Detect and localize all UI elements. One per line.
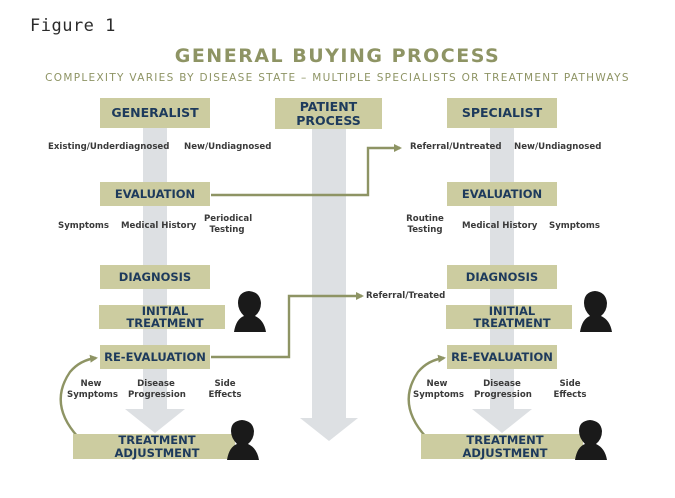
generalist-factor-symptoms: Symptoms [58,221,109,231]
specialist-factor-medical-history: Medical History [462,221,538,231]
specialist-reeval-side-effects: Side Effects [553,379,587,400]
generalist-header: GENERALIST [100,98,210,128]
specialist-initial-treatment: INITIAL TREATMENT [446,305,572,329]
patient-process-flow-arrow [300,128,358,441]
patient-process-header: PATIENT PROCESS [275,98,382,129]
specialist-reeval-new-symptoms: New Symptoms [413,379,464,400]
generalist-feedback-loop [59,354,98,438]
specialist-entry-referral-untreated: Referral/Untreated [410,142,502,152]
specialist-feedback-loop [407,354,446,438]
specialist-factor-routine-testing: Routine Testing [406,214,444,235]
generalist-factor-periodical-testing: Periodical Testing [204,214,253,235]
referral-treated-connector [211,292,364,359]
generalist-initial-treatment: INITIAL TREATMENT [99,305,225,329]
generalist-treatment-adjustment: TREATMENT ADJUSTMENT [73,434,235,459]
specialist-diagnosis: DIAGNOSIS [447,265,557,289]
generalist-entry-existing: Existing/Underdiagnosed [48,142,170,152]
generalist-factor-medical-history: Medical History [121,221,197,231]
specialist-treatment-adjustment: TREATMENT ADJUSTMENT [421,434,583,459]
diagram-subtitle: COMPLEXITY VARIES BY DISEASE STATE – MUL… [45,72,630,84]
generalist-reeval-new-symptoms: New Symptoms [67,379,118,400]
figure-label: Figure 1 [30,16,116,36]
specialist-evaluation: EVALUATION [447,182,557,206]
specialist-reeval-disease-progression: Disease Progression [474,379,532,400]
generalist-evaluation: EVALUATION [100,182,210,206]
generalist-re-evaluation: RE-EVALUATION [100,345,210,369]
generalist-reeval-disease-progression: Disease Progression [128,379,186,400]
referral-treated-label: Referral/Treated [366,291,446,301]
specialist-entry-new: New/Undiagnosed [514,142,602,152]
specialist-re-evaluation: RE-EVALUATION [447,345,557,369]
diagram-title: GENERAL BUYING PROCESS [174,45,501,67]
specialist-factor-symptoms: Symptoms [549,221,600,231]
referral-untreated-connector [211,144,402,197]
generalist-diagnosis: DIAGNOSIS [100,265,210,289]
generalist-reeval-side-effects: Side Effects [208,379,242,400]
generalist-entry-new: New/Undiagnosed [184,142,272,152]
specialist-header: SPECIALIST [447,98,557,128]
